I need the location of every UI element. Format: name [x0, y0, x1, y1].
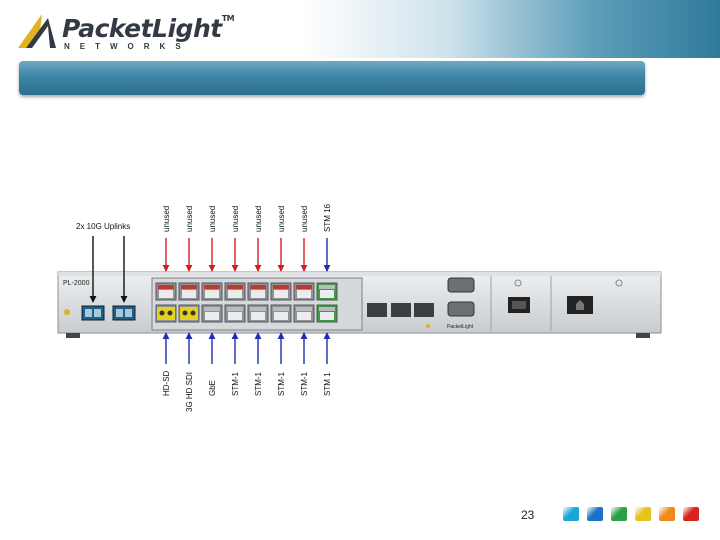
brand-subtitle: NETWORKS: [64, 42, 191, 51]
uplink-port-1: [81, 305, 105, 321]
uplinks-label: 2x 10G Uplinks: [76, 222, 130, 231]
sfp-port: [201, 304, 223, 323]
sfp-port: [270, 304, 292, 323]
header-band: [0, 0, 720, 58]
sfp-port: [224, 282, 246, 301]
sfp-port: [316, 304, 338, 323]
bottom-port-label: GbE: [208, 380, 217, 396]
bottom-port-label: STM-1: [254, 371, 263, 396]
psu-module-1: [508, 279, 530, 313]
status-led: [64, 309, 70, 315]
top-port-label: unused: [254, 206, 263, 232]
nav-green-icon[interactable]: [611, 507, 627, 521]
nav-orange-icon[interactable]: [659, 507, 675, 521]
sfp-port: [178, 304, 200, 323]
logo-mark-icon: [18, 14, 56, 48]
psu-module-2: [567, 279, 623, 314]
sfp-port: [247, 282, 269, 301]
serial-ports: [447, 277, 475, 317]
bottom-port-label: STM-1: [231, 371, 240, 396]
sfp-port: [201, 282, 223, 301]
top-port-label: unused: [162, 206, 171, 232]
sfp-port: [293, 304, 315, 323]
bottom-port-label: STM-1: [277, 371, 286, 396]
brand-logo: PacketLightTM NETWORKS: [14, 10, 235, 54]
uplink-port-2: [112, 305, 136, 321]
nav-blue-icon[interactable]: [587, 507, 603, 521]
top-port-label: unused: [231, 206, 240, 232]
top-port-label: unused: [185, 206, 194, 232]
nav-red-icon[interactable]: [683, 507, 699, 521]
nav-yellow-icon[interactable]: [635, 507, 651, 521]
page-number: 23: [521, 508, 535, 522]
sfp-port: [270, 282, 292, 301]
sfp-cage-block: [151, 277, 363, 331]
front-panel-brand: PacketLight: [447, 324, 474, 330]
top-port-label: STM 16: [323, 203, 332, 232]
ethernet-ports: [367, 303, 434, 317]
slide-title-bar: [19, 61, 645, 95]
sfp-port: [178, 282, 200, 301]
sfp-port: [155, 304, 177, 323]
sfp-port: [316, 282, 338, 301]
sfp-port: [224, 304, 246, 323]
bottom-port-label: STM-1: [300, 371, 309, 396]
top-port-label: unused: [300, 206, 309, 232]
nav-cyan-icon[interactable]: [563, 507, 579, 521]
device-model-label: PL-2000: [63, 280, 90, 287]
sfp-port: [247, 304, 269, 323]
power-led: [426, 324, 430, 328]
sfp-port: [293, 282, 315, 301]
bottom-port-label: HD-SD: [162, 370, 171, 396]
top-port-label: unused: [277, 206, 286, 232]
top-port-label: unused: [208, 206, 217, 232]
bottom-port-label: 3G HD SDI: [185, 372, 194, 412]
brand-name: PacketLightTM: [62, 14, 235, 43]
bottom-port-label: STM 1: [323, 372, 332, 396]
sfp-port: [155, 282, 177, 301]
